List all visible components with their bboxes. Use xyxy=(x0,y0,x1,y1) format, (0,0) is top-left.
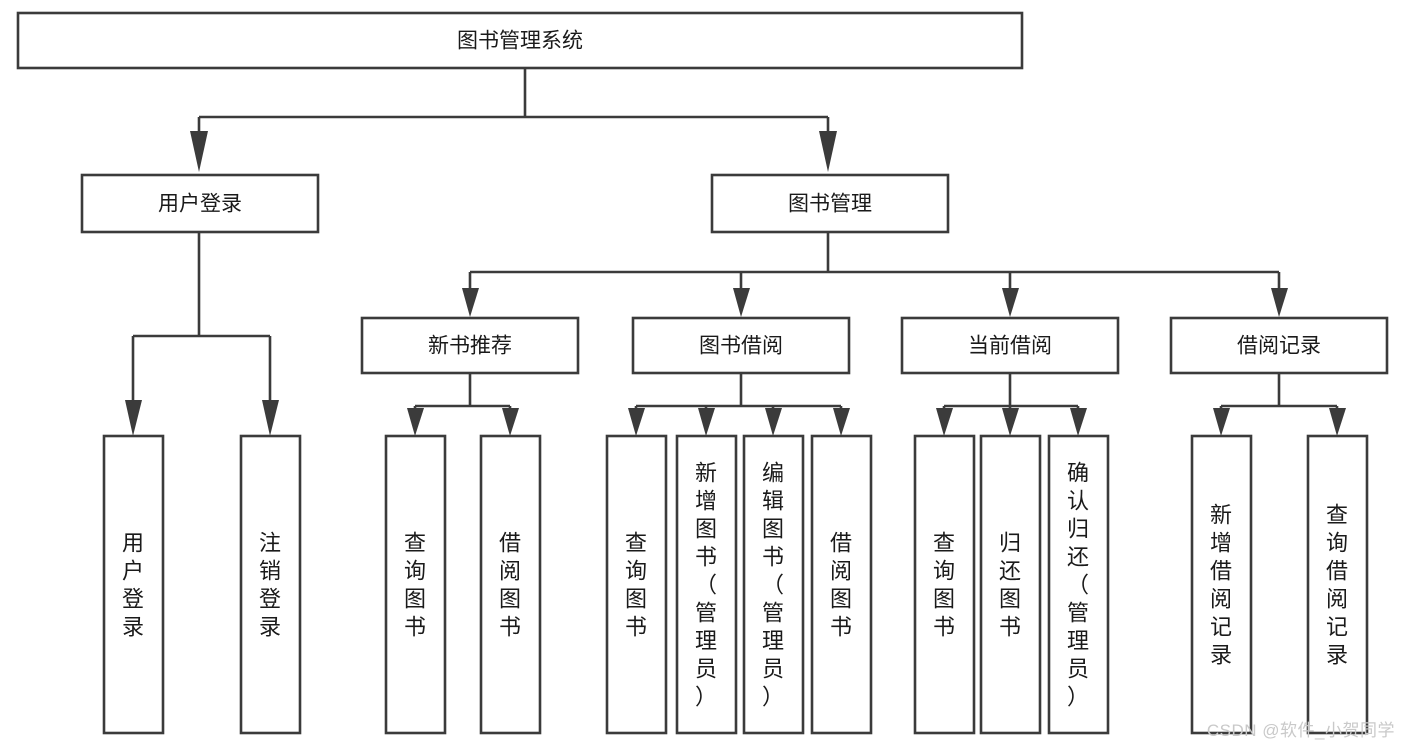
arrowhead-leaf-user-logout xyxy=(262,400,279,436)
leaf-query-book-1-label: 查询图书 xyxy=(404,530,426,639)
arrowhead-leaf-add-book xyxy=(698,408,715,436)
node-current-borrow[interactable]: 当前借阅 xyxy=(900,316,1120,375)
book-borrow-box[interactable] xyxy=(631,316,851,375)
arrowhead-leaf-query-book-1 xyxy=(407,408,424,436)
user-login-label: 用户登录 xyxy=(158,193,242,216)
leaf-add-record-box[interactable] xyxy=(1190,434,1253,735)
leaf-add-book-box[interactable] xyxy=(675,434,738,735)
leaf-return-book-label: 归还图书 xyxy=(999,530,1021,639)
leaf-query-book-2-box[interactable] xyxy=(605,434,668,735)
current-borrow-box[interactable] xyxy=(900,316,1120,375)
node-leaf-query-book-1[interactable]: 查询图书 xyxy=(384,434,447,735)
node-new-book-recommend[interactable]: 新书推荐 xyxy=(360,316,580,375)
node-leaf-borrow-book-1[interactable]: 借阅图书 xyxy=(479,434,542,735)
book-management-box[interactable] xyxy=(710,173,950,234)
leaf-user-login-label: 用户登录 xyxy=(122,530,144,639)
node-leaf-user-login[interactable]: 用户登录 xyxy=(102,434,165,735)
arrowhead-leaf-query-book-3 xyxy=(936,408,953,436)
arrowhead-current-borrow xyxy=(1002,288,1019,317)
arrowhead-book-management xyxy=(819,131,837,172)
leaf-user-logout-label: 注销登录 xyxy=(259,530,281,639)
connectors-layer xyxy=(125,68,1346,436)
arrowhead-user-login xyxy=(190,131,208,172)
leaf-query-book-1-box[interactable] xyxy=(384,434,447,735)
node-leaf-query-book-2[interactable]: 查询图书 xyxy=(605,434,668,735)
arrowhead-leaf-edit-book xyxy=(765,408,782,436)
leaf-add-record-label: 新增借阅记录 xyxy=(1210,502,1232,667)
leaf-borrow-book-1-label: 借阅图书 xyxy=(499,530,521,639)
node-leaf-add-record[interactable]: 新增借阅记录 xyxy=(1190,434,1253,735)
node-book-borrow[interactable]: 图书借阅 xyxy=(631,316,851,375)
leaf-query-book-3-box[interactable] xyxy=(913,434,976,735)
arrowhead-borrow-record xyxy=(1271,288,1288,317)
node-leaf-add-book[interactable]: 新增图书（管理员） xyxy=(675,434,738,735)
new-book-recommend-box[interactable] xyxy=(360,316,580,375)
node-root[interactable]: 图书管理系统 xyxy=(16,11,1024,70)
node-leaf-query-record[interactable]: 查询借阅记录 xyxy=(1306,434,1369,735)
arrowhead-leaf-add-record xyxy=(1213,408,1230,436)
leaf-borrow-book-1-box[interactable] xyxy=(479,434,542,735)
book-borrow-label: 图书借阅 xyxy=(699,335,783,358)
new-book-recommend-label: 新书推荐 xyxy=(428,335,512,358)
leaf-user-logout-box[interactable] xyxy=(239,434,302,735)
node-leaf-query-book-3[interactable]: 查询图书 xyxy=(913,434,976,735)
arrowhead-leaf-query-book-2 xyxy=(628,408,645,436)
root-box[interactable] xyxy=(16,11,1024,70)
leaf-return-book-box[interactable] xyxy=(979,434,1042,735)
arrowhead-leaf-borrow-book-2 xyxy=(833,408,850,436)
arrowhead-leaf-borrow-book-1 xyxy=(502,408,519,436)
leaf-confirm-return-box[interactable] xyxy=(1047,434,1110,735)
borrow-record-label: 借阅记录 xyxy=(1237,335,1321,358)
current-borrow-label: 当前借阅 xyxy=(968,335,1052,358)
node-leaf-user-logout[interactable]: 注销登录 xyxy=(239,434,302,735)
arrowhead-leaf-user-login xyxy=(125,400,142,436)
borrow-record-box[interactable] xyxy=(1169,316,1389,375)
leaf-query-record-box[interactable] xyxy=(1306,434,1369,735)
node-leaf-edit-book[interactable]: 编辑图书（管理员） xyxy=(742,434,805,735)
arrowhead-leaf-query-record xyxy=(1329,408,1346,436)
book-management-label: 图书管理 xyxy=(788,193,872,216)
node-leaf-return-book[interactable]: 归还图书 xyxy=(979,434,1042,735)
leaf-add-book-label: 新增图书（管理员） xyxy=(695,460,717,709)
node-leaf-confirm-return[interactable]: 确认归还（管理员） xyxy=(1047,434,1110,735)
leaf-borrow-book-2-label: 借阅图书 xyxy=(830,530,852,639)
root-label: 图书管理系统 xyxy=(457,30,583,53)
leaf-query-record-label: 查询借阅记录 xyxy=(1326,502,1348,667)
arrowhead-leaf-confirm-return xyxy=(1070,408,1087,436)
arrowhead-new-book-recommend xyxy=(462,288,479,317)
leaf-user-login-box[interactable] xyxy=(102,434,165,735)
leaf-query-book-3-label: 查询图书 xyxy=(933,530,955,639)
node-leaf-borrow-book-2[interactable]: 借阅图书 xyxy=(810,434,873,735)
node-borrow-record[interactable]: 借阅记录 xyxy=(1169,316,1389,375)
arrowhead-leaf-return-book xyxy=(1002,408,1019,436)
leaf-edit-book-box[interactable] xyxy=(742,434,805,735)
leaf-query-book-2-label: 查询图书 xyxy=(625,530,647,639)
leaf-borrow-book-2-box[interactable] xyxy=(810,434,873,735)
arrowhead-book-borrow xyxy=(733,288,750,317)
leaf-edit-book-label: 编辑图书（管理员） xyxy=(762,460,784,709)
node-user-login[interactable]: 用户登录 xyxy=(80,173,320,234)
node-book-management[interactable]: 图书管理 xyxy=(710,173,950,234)
user-login-box[interactable] xyxy=(80,173,320,234)
csdn-watermark: CSDN @软件_小贺同学 xyxy=(1206,721,1395,740)
leaf-confirm-return-label: 确认归还（管理员） xyxy=(1067,460,1089,709)
